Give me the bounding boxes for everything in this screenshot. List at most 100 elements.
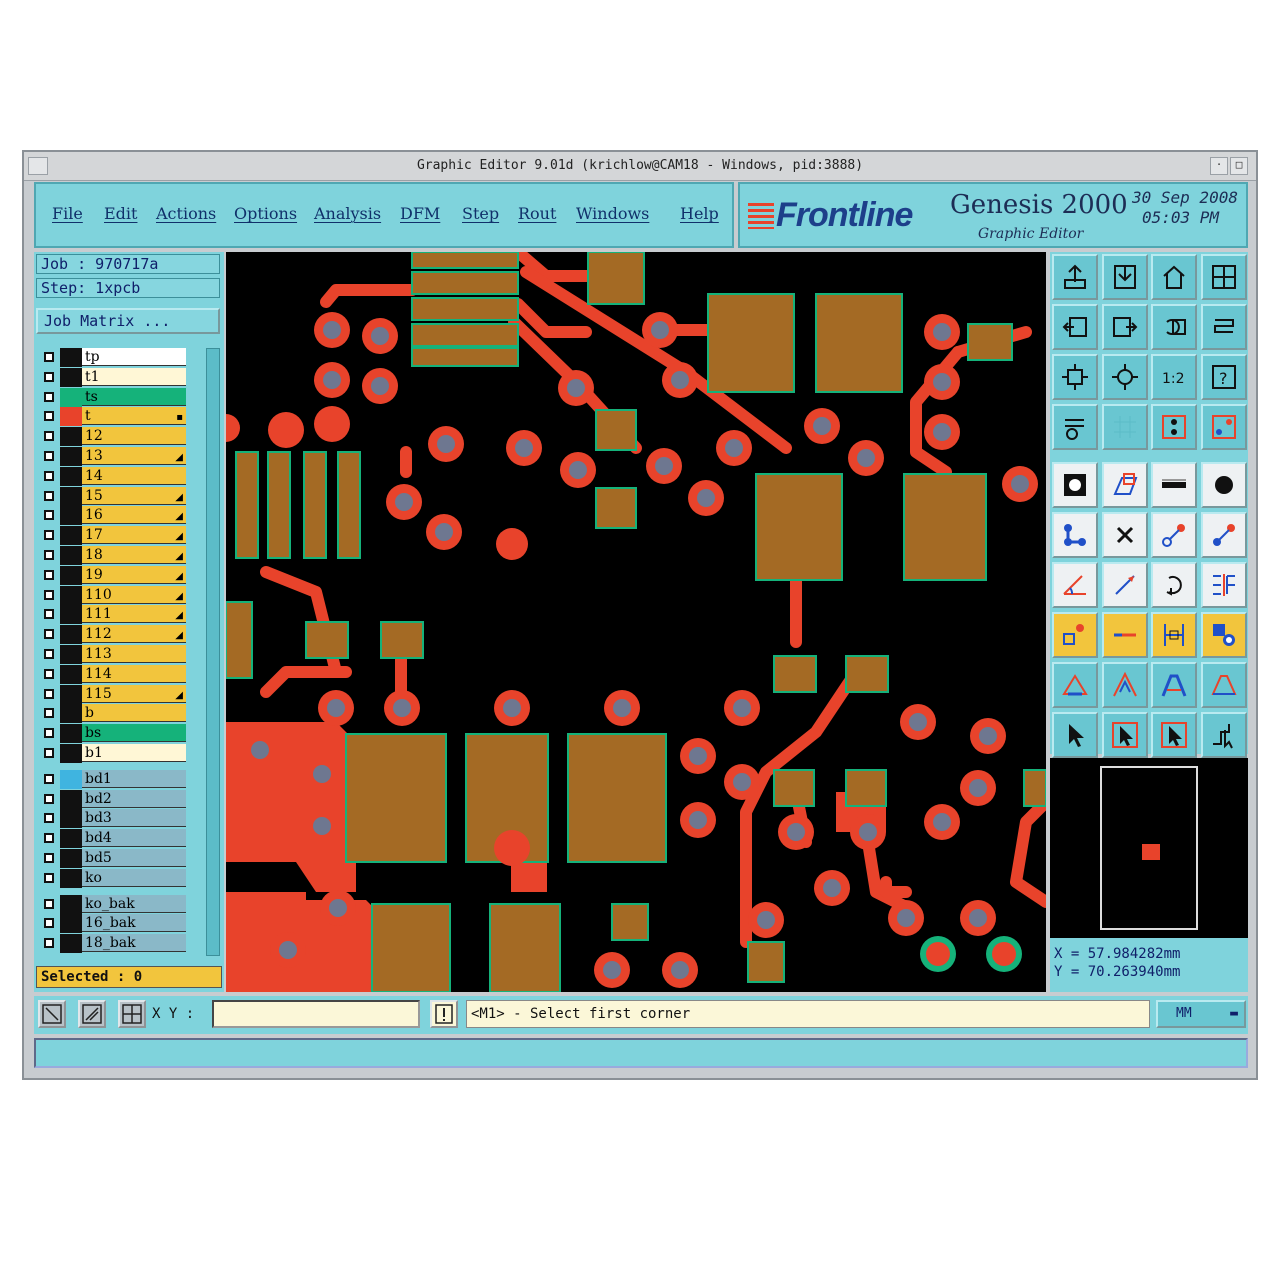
layer-row-112[interactable]: 112◢ [36, 625, 194, 645]
layer-name[interactable]: 18◢ [82, 546, 186, 564]
menu-edit[interactable]: Edit [104, 204, 138, 223]
layer-props-icon[interactable] [1052, 404, 1098, 450]
layer-name[interactable]: 15◢ [82, 486, 186, 505]
zoom-left-icon[interactable] [1052, 304, 1098, 350]
layer-name[interactable]: 113 [82, 645, 186, 663]
mirror-icon[interactable] [1200, 562, 1247, 608]
layer-row-111[interactable]: 111◢ [36, 605, 194, 625]
triangle-icon[interactable] [1052, 662, 1098, 708]
layer-name[interactable]: 19◢ [82, 565, 186, 584]
layer-row-13[interactable]: 13◢ [36, 447, 194, 466]
layer-checkbox[interactable] [44, 773, 54, 784]
menu-actions[interactable]: Actions [156, 204, 217, 223]
zoom-home-icon[interactable] [1052, 254, 1098, 300]
layer-color-swatch[interactable] [60, 466, 82, 486]
grid-snap-icon[interactable] [118, 1000, 146, 1028]
layer-row-bd2[interactable]: bd2 [36, 789, 194, 809]
layer-name[interactable]: 13◢ [82, 447, 186, 465]
layer-name[interactable]: bd3 [82, 809, 186, 828]
group-icon[interactable] [1200, 612, 1247, 658]
layer-color-swatch[interactable] [60, 724, 82, 744]
triangle3-icon[interactable] [1151, 662, 1197, 708]
layer-checkbox[interactable] [44, 629, 54, 640]
layer-name[interactable]: ko_bak [82, 894, 186, 913]
connect-icon[interactable] [1151, 512, 1197, 558]
layer-checkbox[interactable] [44, 872, 54, 883]
graphic-canvas[interactable] [226, 252, 1046, 992]
snap-red-icon[interactable] [1151, 404, 1197, 450]
layer-color-swatch[interactable] [60, 868, 82, 888]
layer-row-t[interactable]: t▪ [36, 407, 194, 427]
snap-blue-icon[interactable] [1200, 404, 1247, 450]
circle-icon[interactable] [1200, 462, 1247, 508]
layer-checkbox[interactable] [44, 569, 54, 580]
layer-checkbox[interactable] [44, 748, 54, 758]
menu-dfm[interactable]: DFM [400, 204, 441, 223]
layer-color-swatch[interactable] [60, 486, 82, 506]
layer-name[interactable]: bd2 [82, 789, 186, 808]
pointer2-icon[interactable] [1101, 712, 1148, 758]
layer-checkbox[interactable] [44, 668, 54, 679]
menu-windows[interactable]: Windows [576, 204, 650, 223]
layer-checkbox[interactable] [44, 352, 54, 362]
layer-name[interactable]: 12 [82, 427, 186, 446]
layer-name[interactable]: 111◢ [82, 605, 186, 624]
layer-checkbox[interactable] [44, 688, 54, 699]
rotate-icon[interactable] [1151, 562, 1197, 608]
fit-profile-icon[interactable] [1101, 354, 1148, 400]
job-matrix-button[interactable]: Job Matrix ... [36, 308, 220, 334]
layer-color-swatch[interactable] [60, 809, 82, 829]
angle-icon[interactable] [1052, 562, 1098, 608]
layer-name[interactable]: 115◢ [82, 684, 186, 703]
layer-name[interactable]: t▪ [82, 407, 186, 426]
layer-checkbox[interactable] [44, 470, 54, 481]
layer-checkbox[interactable] [44, 550, 54, 560]
menu-help[interactable]: Help [680, 204, 719, 223]
layer-checkbox[interactable] [44, 411, 54, 422]
layer-row-18_bak[interactable]: 18_bak [36, 934, 194, 954]
layer-row-12[interactable]: 12 [36, 427, 194, 447]
triangle2-icon[interactable] [1101, 662, 1148, 708]
gap-icon[interactable] [1151, 612, 1197, 658]
zoom-right-icon[interactable] [1101, 304, 1148, 350]
layer-color-swatch[interactable] [60, 447, 82, 466]
one-to-one-icon[interactable]: 1:2 [1151, 354, 1197, 400]
layer-row-b[interactable]: b [36, 704, 194, 724]
layer-checkbox[interactable] [44, 793, 54, 804]
layer-row-19[interactable]: 19◢ [36, 565, 194, 585]
layer-name[interactable]: 110◢ [82, 585, 186, 604]
node-icon[interactable] [1052, 512, 1098, 558]
info-icon[interactable] [430, 1000, 458, 1028]
overview-map[interactable] [1050, 758, 1248, 938]
fit-all-icon[interactable] [1052, 354, 1098, 400]
layer-color-swatch[interactable] [60, 427, 82, 447]
layer-color-swatch[interactable] [60, 769, 82, 789]
layer-color-swatch[interactable] [60, 645, 82, 664]
layer-checkbox[interactable] [44, 431, 54, 442]
layer-color-swatch[interactable] [60, 914, 82, 934]
layer-color-swatch[interactable] [60, 407, 82, 427]
layer-color-swatch[interactable] [60, 605, 82, 625]
delete-icon[interactable] [1101, 512, 1148, 558]
layer-checkbox[interactable] [44, 728, 54, 739]
menu-file[interactable]: File [52, 204, 83, 223]
system-menu-button[interactable] [28, 157, 48, 175]
layer-row-t1[interactable]: t1 [36, 367, 194, 387]
layer-checkbox[interactable] [44, 609, 54, 620]
layer-row-110[interactable]: 110◢ [36, 585, 194, 605]
layer-row-115[interactable]: 115◢ [36, 684, 194, 704]
layer-color-swatch[interactable] [60, 894, 82, 914]
help-icon[interactable]: ? [1200, 354, 1247, 400]
layer-row-16[interactable]: 16◢ [36, 506, 194, 526]
layer-color-swatch[interactable] [60, 546, 82, 565]
layer-name[interactable]: bd5 [82, 849, 186, 867]
layer-name[interactable]: 16◢ [82, 506, 186, 525]
arrow-line-icon[interactable] [1101, 562, 1148, 608]
pointer3-icon[interactable] [1151, 712, 1197, 758]
layer-checkbox[interactable] [44, 530, 54, 541]
layer-row-bd1[interactable]: bd1 [36, 769, 194, 789]
layer-name[interactable]: 17◢ [82, 526, 186, 545]
layer-checkbox[interactable] [44, 918, 54, 929]
layer-color-swatch[interactable] [60, 387, 82, 407]
dash-icon[interactable] [1101, 612, 1148, 658]
